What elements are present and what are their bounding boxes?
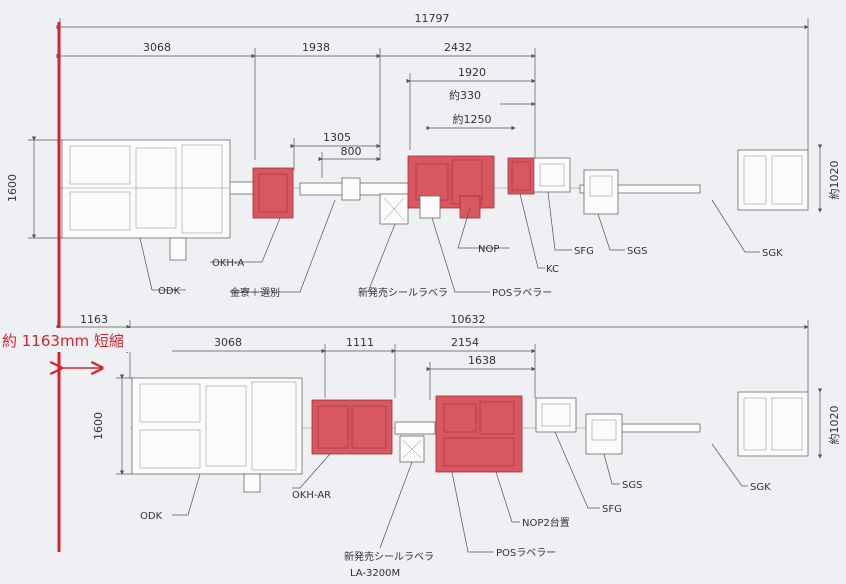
top-okh-machine xyxy=(252,167,294,219)
bottom-dim-3068: 3068 xyxy=(214,336,242,349)
top-sgs-machine xyxy=(583,169,619,215)
top-label-odk: ODK xyxy=(158,286,181,297)
top-dim-1305: 1305 xyxy=(323,131,351,144)
top-label-kc: KC xyxy=(546,264,559,275)
bottom-okh-machine xyxy=(311,399,393,455)
top-layout: 11797 3068 1938 2432 1920 約330 約1250 130… xyxy=(6,12,841,299)
bottom-layout: 1163 10632 3068 1111 2154 1638 1600 約102… xyxy=(56,313,841,579)
top-dim-3068: 3068 xyxy=(143,41,171,54)
bottom-label-nop: NOP2台置 xyxy=(522,516,570,529)
bottom-right-height-dim: 約1020 xyxy=(827,406,841,445)
top-odk-machine xyxy=(61,139,231,261)
top-label-pos: POSラベラー xyxy=(492,287,552,299)
top-leader-lines xyxy=(139,191,760,293)
bottom-label-odk: ODK xyxy=(140,511,163,522)
top-dim-1938: 1938 xyxy=(302,41,330,54)
bottom-label-sgs: SGS xyxy=(622,480,642,491)
bottom-label-sgk: SGK xyxy=(750,482,771,493)
top-label-sgs: SGS xyxy=(627,246,647,257)
shortening-note: 約 1163mm 短縮 xyxy=(2,332,124,350)
bottom-dim-1111: 1111 xyxy=(346,336,374,349)
top-label-sgk: SGK xyxy=(762,248,783,259)
bottom-short-dim: 1163 xyxy=(80,313,108,326)
bottom-sgs-machine xyxy=(585,413,623,455)
bottom-sfg-machine xyxy=(535,397,577,433)
bottom-label-pos: POSラベラー xyxy=(496,547,556,559)
bottom-height-dim: 1600 xyxy=(92,412,105,440)
top-label-kinsoku: 金寮＋選別 xyxy=(230,286,280,299)
bottom-leader-lines xyxy=(172,431,748,553)
bottom-seal-labeler xyxy=(399,435,425,463)
bottom-label-sfg: SFG xyxy=(602,504,622,515)
bottom-dim-2154: 2154 xyxy=(451,336,479,349)
top-dim-1250: 約1250 xyxy=(453,112,492,126)
top-right-height-dim: 約1020 xyxy=(827,161,841,200)
top-label-seal: 新発売シールラベラ xyxy=(358,286,448,299)
top-dimension-lines xyxy=(28,18,823,239)
top-label-nop: NOP xyxy=(478,244,499,255)
top-total-dim: 11797 xyxy=(415,12,450,25)
top-label-okh: OKH-A xyxy=(212,258,244,269)
top-kc-machine xyxy=(507,157,535,195)
bottom-dim-1638: 1638 xyxy=(468,354,496,367)
shortening-annotation: 約 1163mm 短縮 xyxy=(0,22,172,552)
bottom-label-okh: OKH-AR xyxy=(292,490,331,501)
bottom-label-seal-model: LA-3200M xyxy=(350,568,400,579)
top-sgk-machine xyxy=(737,149,809,211)
top-height-dim: 1600 xyxy=(6,174,19,202)
bottom-label-seal: 新発売シールラベラ xyxy=(344,550,434,563)
top-dim-1920: 1920 xyxy=(458,66,486,79)
top-dim-800: 800 xyxy=(341,145,362,158)
top-nop-machine xyxy=(407,155,495,219)
top-label-sfg: SFG xyxy=(574,246,594,257)
bottom-nop-machine xyxy=(435,395,523,473)
bottom-odk-machine xyxy=(131,377,303,493)
top-dim-2432: 2432 xyxy=(444,41,472,54)
bottom-sgk-machine xyxy=(737,391,809,457)
top-dim-330: 約330 xyxy=(449,88,481,102)
top-sfg-machine xyxy=(533,157,571,193)
top-seal-labeler xyxy=(379,193,409,225)
bottom-total-dim: 10632 xyxy=(451,313,486,326)
